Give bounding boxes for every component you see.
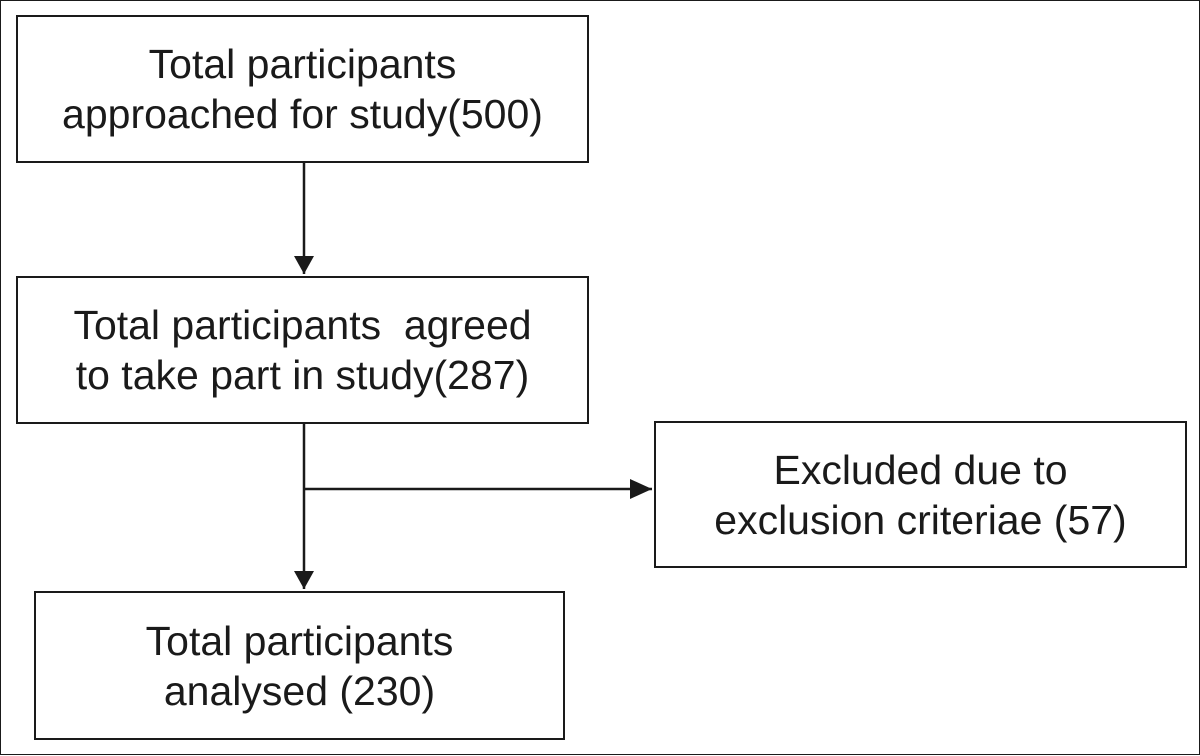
box-approached-line-2: approached for study(500) bbox=[62, 91, 543, 137]
arrowhead-agreed-to-analysed bbox=[294, 571, 314, 589]
box-analysed-line-1: Total participants bbox=[145, 617, 454, 664]
arrowhead-agreed-to-excluded bbox=[630, 479, 652, 499]
box-excluded-line-2: exclusion criteriae (57) bbox=[714, 496, 1127, 543]
arrowhead-approached-to-agreed bbox=[294, 256, 314, 274]
box-approached-line-1: Total participants bbox=[148, 41, 457, 87]
box-analysed: Total participants analysed (230) bbox=[34, 591, 565, 740]
box-analysed-line-2: analysed (230) bbox=[163, 667, 436, 714]
box-approached: Total participants approached for study(… bbox=[16, 15, 589, 163]
box-agreed: Total participants agreed to take part i… bbox=[16, 276, 589, 424]
box-excluded-line-1: Excluded due to bbox=[773, 446, 1068, 493]
box-agreed-line-2: to take part in study(287) bbox=[75, 352, 530, 398]
box-excluded: Excluded due to exclusion criteriae (57) bbox=[654, 421, 1187, 568]
box-agreed-line-1: Total participants agreed bbox=[73, 302, 532, 348]
